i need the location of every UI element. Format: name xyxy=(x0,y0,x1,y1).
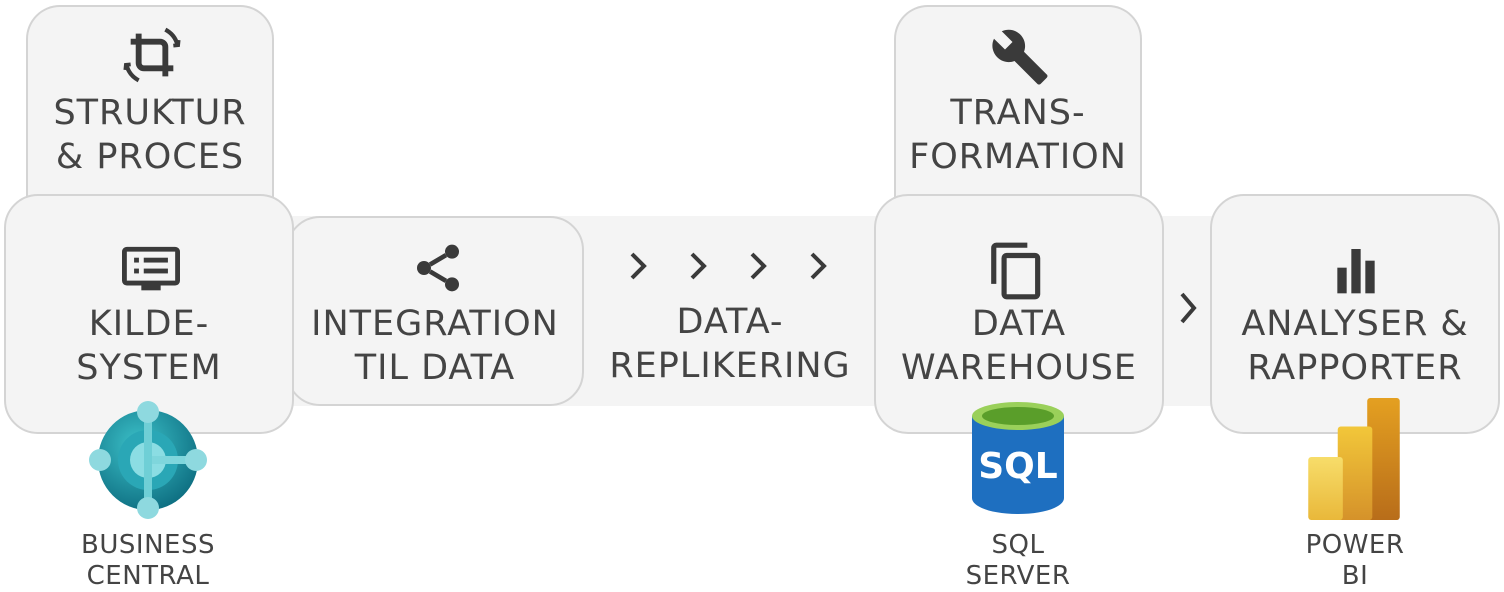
crop-rotate-icon xyxy=(123,27,181,83)
struktur-proces-box: STRUKTUR & PROCES xyxy=(26,5,274,205)
replikering-line2: REPLIKERING xyxy=(609,346,851,386)
warehouse-line1: DATA xyxy=(971,304,1067,344)
bc-line2: CENTRAL xyxy=(86,561,210,591)
analyser-line2: RAPPORTER xyxy=(1247,348,1463,388)
integration-box: INTEGRATION TIL DATA xyxy=(286,216,584,406)
replikering-step: DATA- REPLIKERING xyxy=(600,216,860,406)
chevrons-icon xyxy=(630,252,827,280)
warehouse-line2: WAREHOUSE xyxy=(901,348,1137,388)
sql-server-label: SQL SERVER xyxy=(918,530,1118,592)
share-icon xyxy=(417,244,459,292)
monitor-list-icon xyxy=(122,246,180,291)
transformation-box: TRANS- FORMATION xyxy=(894,5,1142,205)
power-bi-logo xyxy=(1308,398,1400,520)
transformation-line2: FORMATION xyxy=(909,137,1127,177)
business-central-label: BUSINESS CENTRAL xyxy=(48,530,248,592)
business-central-logo xyxy=(89,401,207,519)
wrench-icon xyxy=(992,29,1048,85)
chevron-right-icon xyxy=(1180,292,1197,324)
integration-line1: INTEGRATION xyxy=(311,304,559,344)
kilde-line1: KILDE- xyxy=(88,304,210,344)
bar-chart-icon xyxy=(1337,249,1375,294)
data-warehouse-box: DATA WAREHOUSE xyxy=(874,194,1164,434)
pbi-line2: BI xyxy=(1341,561,1369,591)
sql-server-logo: SQL xyxy=(972,402,1064,514)
replikering-line1: DATA- xyxy=(676,302,784,342)
kilde-system-box: KILDE- SYSTEM xyxy=(4,194,294,434)
sql-line2: SERVER xyxy=(965,561,1071,591)
sql-logo-text: SQL xyxy=(978,446,1057,487)
power-bi-label: POWER BI xyxy=(1255,530,1455,592)
analyser-box: ANALYSER & RAPPORTER xyxy=(1210,194,1500,434)
transformation-line1: TRANS- xyxy=(950,93,1086,133)
integration-line2: TIL DATA xyxy=(354,348,516,388)
copy-icon xyxy=(991,242,1041,300)
struktur-line1: STRUKTUR xyxy=(53,93,247,133)
kilde-line2: SYSTEM xyxy=(76,348,222,388)
analyser-line1: ANALYSER & xyxy=(1241,304,1469,344)
bc-line1: BUSINESS xyxy=(81,530,215,560)
struktur-line2: & PROCES xyxy=(55,137,245,177)
sql-line1: SQL xyxy=(991,530,1045,560)
pbi-line1: POWER xyxy=(1305,530,1405,560)
